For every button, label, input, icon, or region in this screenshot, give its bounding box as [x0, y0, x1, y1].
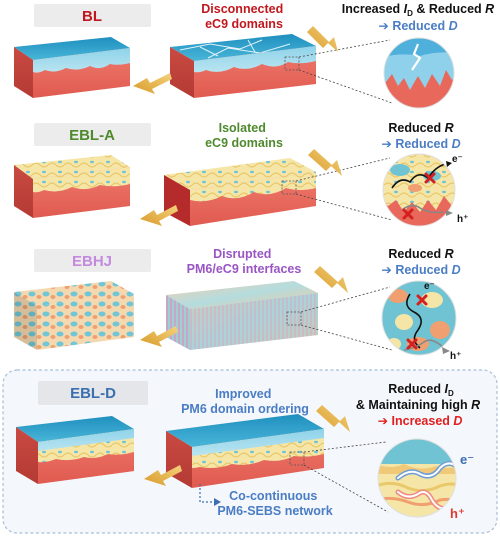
blocked-icon — [424, 172, 436, 184]
arrow-icon — [140, 326, 178, 347]
block-left — [14, 37, 130, 98]
block-left — [16, 416, 134, 484]
result-line2: ➔ Reduced D — [378, 19, 457, 33]
row-ebhj: EBHJ — [14, 247, 461, 362]
label-badge — [34, 123, 151, 146]
electron-label: e⁻ — [452, 154, 463, 165]
middle-line: eC9 domains — [205, 17, 283, 31]
row-bl: BL — [14, 2, 494, 109]
arrow-icon — [316, 405, 350, 432]
svg-text:Co-continuous PM6-SEBS n: Co-continuous PM6-SEBS network — [217, 489, 332, 518]
hole-label: h⁺ — [450, 506, 465, 521]
middle-line: eC9 domains — [205, 136, 283, 150]
result-line1b: & Maintaining high R — [356, 398, 480, 412]
middle-line: PM6 domain ordering — [181, 402, 309, 416]
row-ebl-d: EBL-D — [2, 369, 498, 534]
bottom-line: PM6-SEBS network — [217, 504, 332, 518]
result-line1: Reduced R — [388, 121, 453, 135]
arrow-icon — [133, 73, 172, 94]
svg-text:Isolated eC9 domains: Isolated eC9 domains — [205, 121, 283, 150]
block-middle — [170, 34, 316, 98]
row-label: EBHJ — [72, 253, 112, 270]
block-middle — [166, 281, 318, 350]
blocked-icon — [402, 208, 414, 220]
blocked-icon — [416, 294, 428, 306]
block-middle — [164, 158, 316, 226]
electron-label: e⁻ — [424, 281, 435, 292]
row-label: EBL-D — [70, 385, 116, 402]
arrow-icon — [308, 149, 342, 176]
row-label: BL — [82, 8, 102, 25]
result-line2: ➔ Reduced D — [381, 263, 460, 277]
arrow-icon — [307, 26, 338, 52]
hole-label: h⁺ — [457, 214, 468, 225]
row-ebl-a: EBL-A — [14, 121, 468, 227]
label-badge — [34, 4, 151, 27]
label-badge — [34, 249, 151, 272]
result-line2: ➔ Reduced D — [381, 137, 460, 151]
arrow-icon — [144, 465, 182, 486]
middle-line: Improved — [215, 387, 271, 401]
label-badge — [38, 381, 148, 405]
svg-text:Improved PM6 domain orde: Improved PM6 domain ordering — [181, 387, 309, 416]
electron-label: e⁻ — [460, 452, 474, 467]
hole-label: h⁺ — [450, 351, 461, 362]
result-line1: Reduced R — [388, 247, 453, 261]
middle-line: Disrupted — [213, 247, 271, 261]
block-left — [14, 281, 134, 350]
result-line1: Reduced ID — [388, 382, 454, 398]
blocked-icon — [406, 338, 418, 350]
result-line1: Increased ID & Reduced R — [342, 2, 494, 18]
block-left — [14, 155, 130, 218]
middle-line: Disconnected — [201, 2, 283, 16]
zoom-circle — [382, 281, 456, 355]
arrow-icon — [140, 205, 178, 226]
middle-line: Isolated — [219, 121, 266, 135]
svg-text:Disconnected eC9 domains: Disconnected eC9 domains — [201, 2, 286, 31]
zoom-circle — [383, 154, 455, 226]
zoom-circle — [384, 38, 454, 108]
result-line2: ➔ Increased D — [378, 414, 463, 428]
arrow-icon — [314, 266, 348, 293]
row-label: EBL-A — [69, 127, 115, 144]
bottom-line: Co-continuous — [229, 489, 317, 503]
svg-text:Disrupted PM6/eC9 interf: Disrupted PM6/eC9 interfaces — [187, 247, 302, 276]
middle-line: PM6/eC9 interfaces — [187, 262, 302, 276]
